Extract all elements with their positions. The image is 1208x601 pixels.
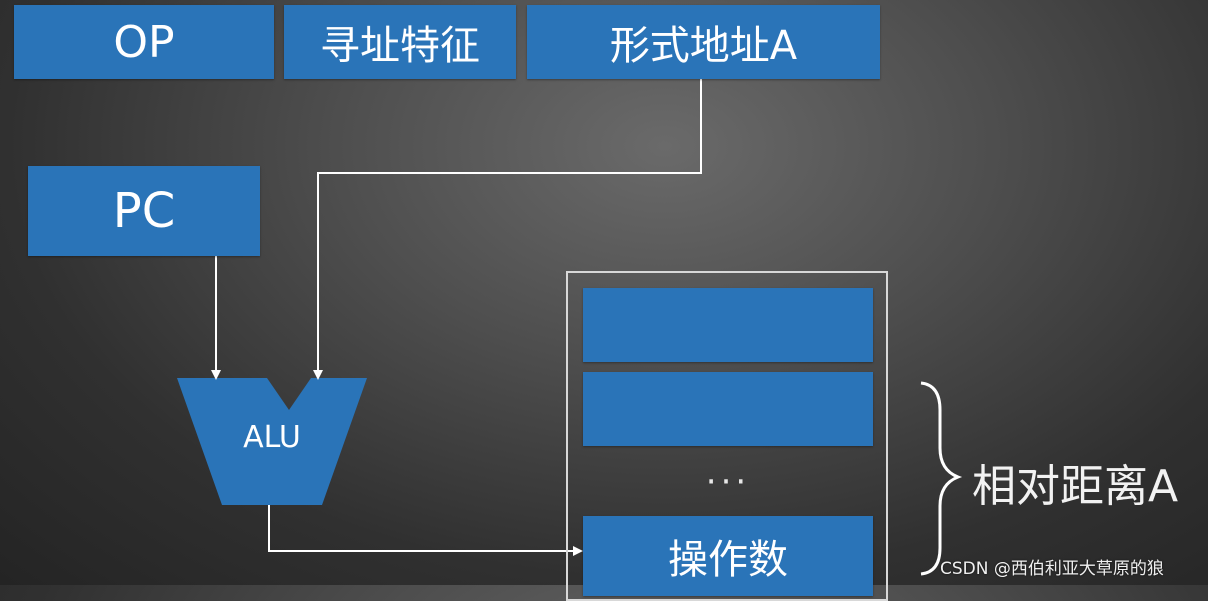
operand-label: 操作数 bbox=[668, 537, 788, 583]
alu-label: ALU bbox=[243, 420, 301, 455]
pc-register-label: PC bbox=[112, 183, 176, 239]
memory-cell bbox=[583, 372, 873, 446]
memory-ellipsis: ··· bbox=[705, 462, 751, 502]
relative-distance-label: 相对距离A bbox=[972, 461, 1179, 512]
alu-shape bbox=[177, 378, 367, 505]
pc-register: PC bbox=[28, 166, 260, 256]
diagram-lines bbox=[177, 79, 963, 576]
watermark: CSDN @西伯利亚大草原的狼 bbox=[940, 559, 1164, 579]
addressing-feature-field: 寻址特征 bbox=[284, 5, 516, 79]
curly-brace bbox=[920, 381, 963, 576]
formal-address-field: 形式地址A bbox=[527, 5, 880, 79]
formal-address-to-alu-line bbox=[313, 79, 702, 380]
addressing-feature-label: 寻址特征 bbox=[320, 23, 480, 69]
memory-cell bbox=[583, 288, 873, 362]
operand-cell: 操作数 bbox=[583, 516, 873, 596]
op-field-label: OP bbox=[113, 16, 175, 68]
alu-to-operand-line bbox=[268, 505, 583, 556]
op-field: OP bbox=[14, 5, 274, 79]
formal-address-label: 形式地址A bbox=[609, 23, 798, 69]
